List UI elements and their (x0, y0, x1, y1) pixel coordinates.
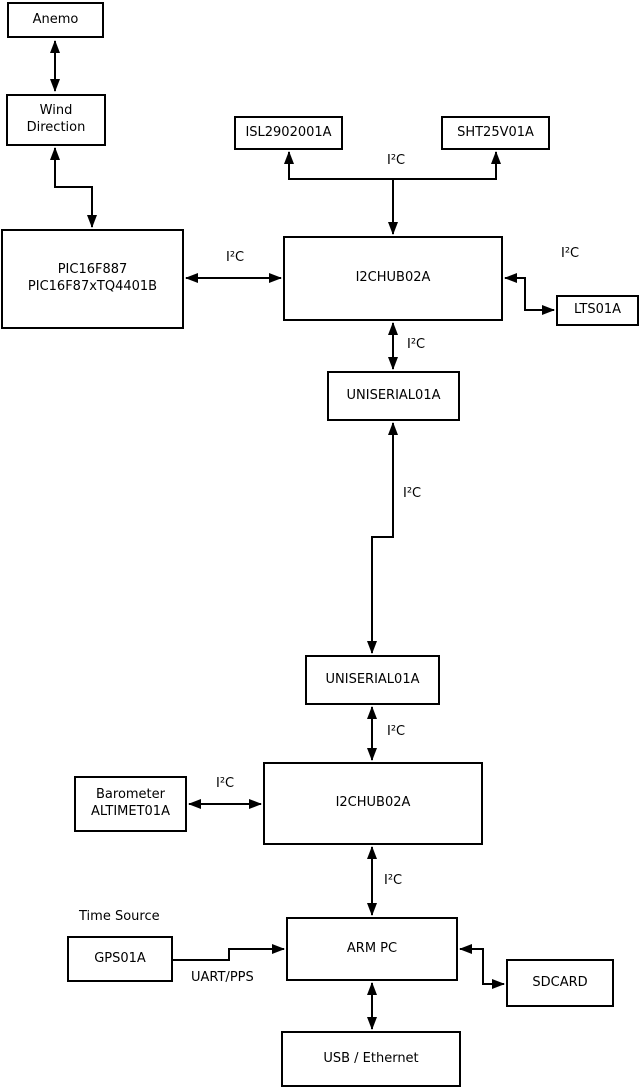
box-sht-humidity-sensor: SHT25V01A (441, 116, 550, 150)
box-uniserial-2-label: UNISERIAL01A (325, 671, 420, 687)
box-wind-direction-label-line1: Wind (39, 103, 73, 119)
box-wind-direction-label-line2: Direction (26, 120, 86, 135)
box-gps-label: GPS01A (94, 950, 146, 966)
box-uniserial-1: UNISERIAL01A (327, 371, 460, 421)
box-anemometer: Anemo (7, 2, 104, 38)
box-lts-temperature-sensor: LTS01A (556, 295, 639, 326)
connector-gps-armpc (173, 944, 285, 961)
box-isl-label: ISL2902001A (245, 124, 332, 140)
box-barometer: Barometer ALTIMET01A (74, 776, 187, 832)
box-pic-label-line1: PIC16F887 (57, 262, 128, 278)
box-usb-ethernet-label: USB / Ethernet (323, 1050, 419, 1066)
bus-label-hub2-armpc: I²C (384, 873, 403, 888)
box-i2c-hub-2-label: I2CHUB02A (335, 795, 411, 811)
box-i2c-hub-1-label: I2CHUB02A (355, 270, 431, 286)
connector-hub1-lts (504, 273, 555, 315)
box-arm-pc-label: ARM PC (346, 940, 398, 956)
bus-label-pic-hub1: I²C (226, 250, 245, 265)
box-pic-microcontroller: PIC16F887 PIC16F87xTQ4401B (1, 229, 184, 329)
bus-label-hub1-lts: I²C (561, 246, 580, 261)
box-pic-label-line2: PIC16F87xTQ4401B (27, 279, 158, 294)
box-usb-ethernet: USB / Ethernet (281, 1031, 461, 1087)
bus-label-uniserial-link: I²C (403, 486, 422, 501)
box-uniserial-1-label: UNISERIAL01A (346, 387, 441, 403)
box-lts-label: LTS01A (573, 302, 622, 318)
bus-label-barometer-hub2: I²C (216, 776, 235, 791)
box-sht-label: SHT25V01A (457, 124, 534, 140)
caption-time-source: Time Source (79, 909, 160, 924)
box-i2c-hub-1: I2CHUB02A (283, 236, 503, 321)
link-label-uart-pps: UART/PPS (191, 970, 254, 985)
box-isl-light-sensor: ISL2902001A (234, 116, 343, 150)
box-sdcard-label: SDCARD (532, 974, 588, 990)
connector-armpc-sdcard (459, 944, 505, 989)
box-barometer-label-line2: ALTIMET01A (91, 804, 170, 819)
connector-wind-pic (50, 147, 97, 228)
bus-label-hub1-uniserial1: I²C (407, 337, 426, 352)
box-sdcard: SDCARD (506, 959, 614, 1007)
connector-uniserial1-uniserial2 (367, 422, 398, 654)
box-uniserial-2: UNISERIAL01A (305, 655, 440, 705)
bus-label-uniserial2-hub2: I²C (387, 724, 406, 739)
bus-label-hub1-sensors: I²C (387, 153, 406, 168)
box-barometer-label-line1: Barometer (96, 787, 165, 803)
box-gps: GPS01A (67, 936, 173, 982)
box-i2c-hub-2: I2CHUB02A (263, 762, 483, 845)
box-anemometer-label: Anemo (32, 11, 79, 27)
box-arm-pc: ARM PC (286, 917, 458, 981)
box-wind-direction: Wind Direction (6, 94, 106, 146)
